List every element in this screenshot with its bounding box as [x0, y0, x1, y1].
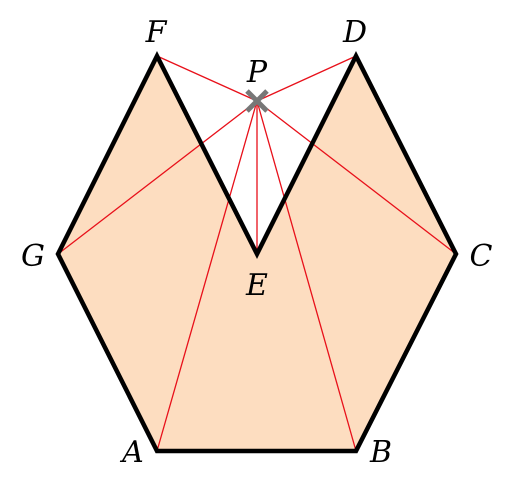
- label-vertex-g: G: [21, 239, 45, 274]
- segment-p-f: [156, 55, 258, 102]
- label-vertex-e: E: [245, 268, 268, 303]
- segment-p-d: [256, 55, 357, 102]
- segment-p-a: [156, 100, 258, 452]
- label-vertex-d: D: [342, 15, 367, 50]
- segment-p-c: [256, 100, 457, 255]
- shaded-region: [58, 56, 456, 451]
- label-point-p: P: [246, 55, 268, 90]
- cross-mark-icon: [245, 89, 269, 113]
- label-vertex-b: B: [369, 435, 392, 470]
- segment-p-b: [256, 100, 357, 452]
- polygon-outline: [55, 50, 459, 454]
- segments-from-p: [57, 55, 457, 452]
- segment-p-g: [57, 100, 258, 255]
- label-vertex-f: F: [145, 15, 168, 50]
- label-vertex-c: C: [470, 239, 493, 274]
- label-vertex-a: A: [119, 435, 144, 470]
